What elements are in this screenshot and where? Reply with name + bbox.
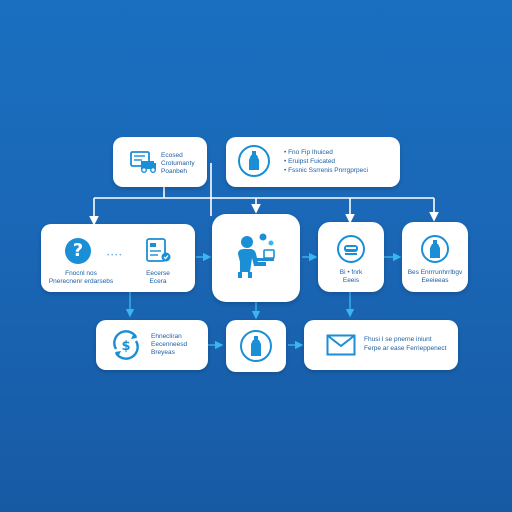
agent-node[interactable]: [212, 214, 300, 302]
person-at-desk-icon: [238, 233, 275, 278]
payment-line-1: Ehnecliran: [151, 333, 182, 340]
report-line-1: Ecosed: [161, 152, 183, 159]
pill-bottle-icon-frame: [240, 330, 272, 362]
report-line-3: Poanbeh: [161, 168, 188, 175]
checklist-icon: [146, 238, 171, 262]
payment-line-3: Breyeas: [151, 349, 175, 356]
payment-line-2: Eecenneesd: [151, 341, 188, 348]
summary-node[interactable]: • Fno Fip Ihuiced • Eruipst Fuicated • F…: [226, 137, 400, 187]
pill-bottle-icon: [251, 336, 261, 356]
message-line-1: Fhusi I se pnerne iniunt: [364, 336, 432, 343]
message-node[interactable]: Fhusi I se pnerne iniunt Ferpe ar ease F…: [304, 320, 458, 370]
svg-text:$: $: [121, 339, 130, 354]
envelope-icon: [326, 334, 356, 356]
lab-line-1: Bi • fnrk: [339, 269, 363, 276]
checklist-line-2: Ecera: [149, 278, 167, 285]
product-line-2: Eeeieeas: [421, 277, 449, 284]
question-mark-icon: ?: [65, 238, 91, 264]
report-line-2: Crotumanty: [161, 160, 195, 167]
bottle-icon: [249, 151, 259, 170]
summary-line-2: • Eruipst Fuicated: [284, 158, 336, 165]
summary-line-3: • Fssnic Ssrrenis Pnrrgprpeci: [284, 167, 368, 174]
report-node[interactable]: Ecosed Crotumanty Poanbeh: [113, 137, 207, 187]
question-line-1: Fnocnl nos: [65, 270, 97, 277]
microscope-icon-frame: [337, 235, 365, 263]
medicine-node[interactable]: [226, 320, 286, 372]
microscope-icon: [344, 245, 358, 255]
payment-node[interactable]: $ Ehnecliran Eecenneesd Breyeas: [96, 320, 208, 370]
intake-dots: • • • •: [107, 252, 122, 259]
summary-line-1: • Fno Fip Ihuiced: [284, 149, 333, 156]
bottle-icon: [430, 240, 440, 258]
message-line-2: Ferpe ar ease Ferrieppenect: [364, 345, 447, 352]
bottle-icon-frame-2: [421, 235, 449, 263]
lab-line-2: Eeeis: [342, 277, 360, 284]
product-line-1: Bes Enrrrunhrrlbgv: [407, 269, 463, 276]
bottle-icon-frame: [238, 145, 270, 177]
product-node[interactable]: Bes Enrrrunhrrlbgv Eeeieeas: [402, 222, 468, 292]
question-line-2: Pnerecnenr erdarsebs: [48, 278, 114, 285]
lab-node[interactable]: Bi • fnrk Eeeis: [318, 222, 384, 292]
truck-document-icon: [130, 151, 157, 174]
intake-node[interactable]: ? • • • • Fnocnl nos Pnerecnenr erdarseb…: [41, 224, 195, 292]
checklist-line-1: Eecerse: [146, 270, 170, 277]
dollar-cycle-icon: $: [113, 330, 139, 360]
